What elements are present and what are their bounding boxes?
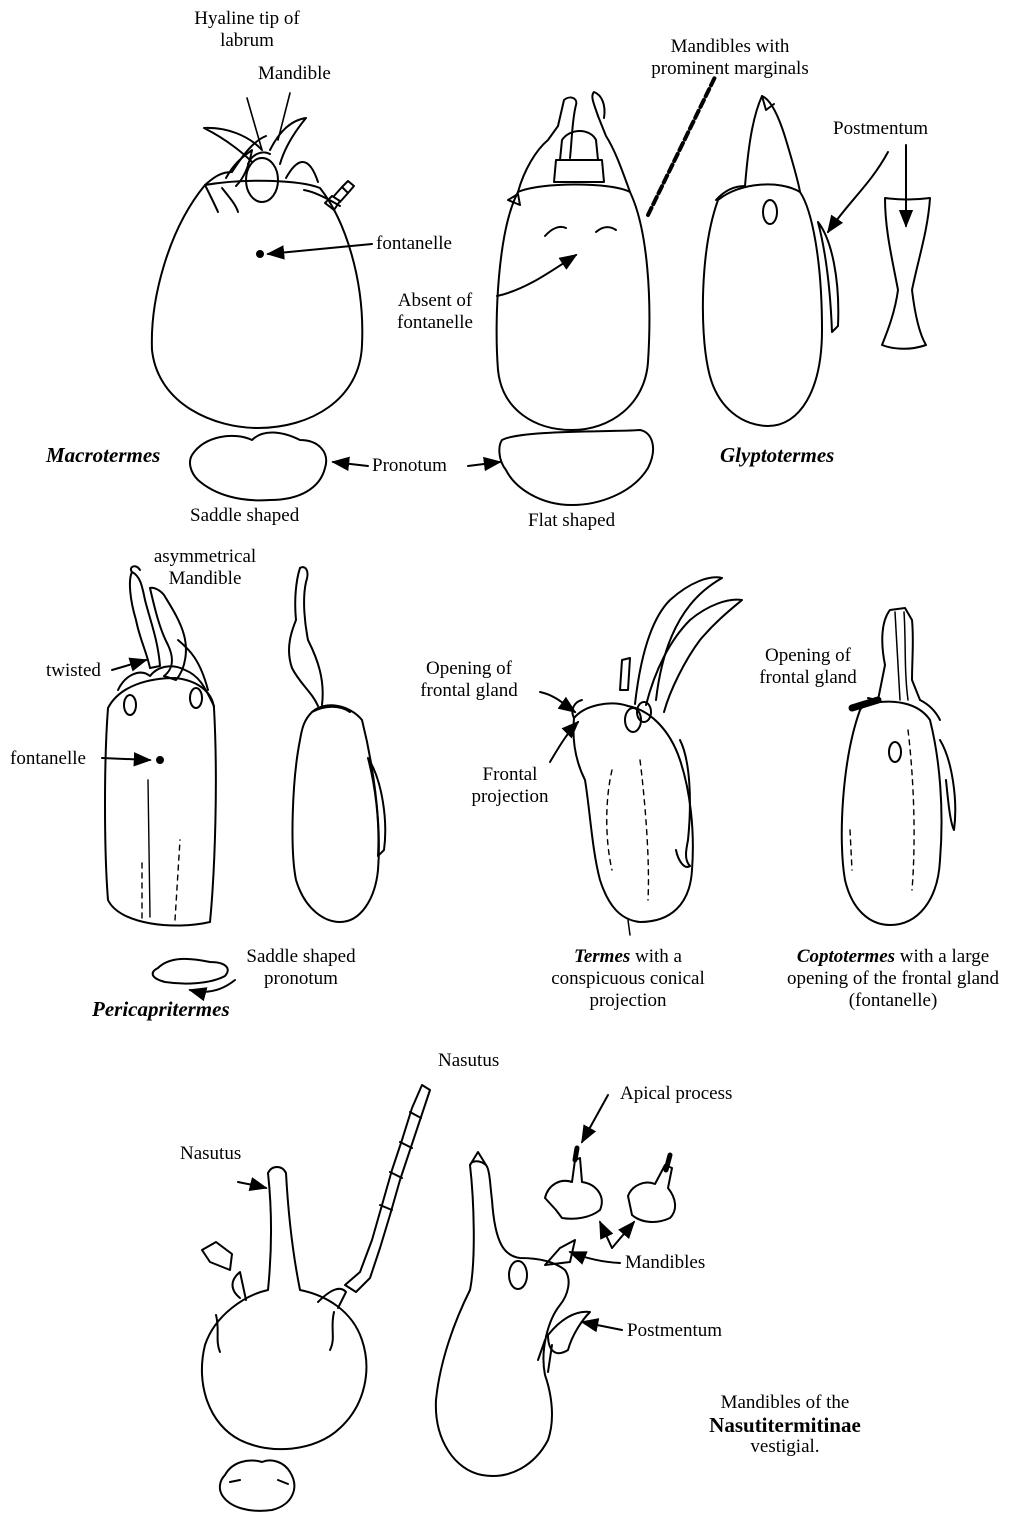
label-twisted: twisted	[46, 660, 101, 682]
label-mandible: Mandible	[258, 63, 331, 85]
nasute-head-lateral	[436, 1152, 590, 1476]
nasute-head-dorsal	[202, 1085, 430, 1449]
macrotermes-pronotum	[190, 433, 326, 501]
label-pronotum: Pronotum	[372, 455, 447, 477]
caption-termes: Termes with a conspicuous conical projec…	[528, 946, 728, 1012]
arrow-absent-fontanelle	[497, 255, 576, 296]
label-fontanelle-macro: fontanelle	[376, 233, 452, 255]
leader-mandible	[278, 93, 290, 140]
glyptotermes-head-dorsal	[497, 75, 716, 430]
arrow-mandibles-right	[612, 1222, 634, 1248]
arrow-mandibles-nasute	[570, 1252, 620, 1263]
label-apical-process: Apical process	[620, 1083, 732, 1105]
pericapritermes-fontanelle-dot	[157, 757, 163, 763]
glyptotermes-head-lateral	[703, 96, 838, 426]
pericapritermes-head-lateral	[289, 567, 385, 922]
label-nasutus-top: Nasutus	[438, 1050, 499, 1072]
glyptotermes-pronotum	[499, 430, 653, 505]
macrotermes-head	[152, 118, 362, 428]
arrow-postmentum-glypto	[828, 152, 888, 232]
genus-macrotermes: Macrotermes	[46, 444, 160, 466]
pericapritermes-head-dorsal	[105, 566, 216, 925]
caption-coptotermes: Coptotermes with a large opening of the …	[758, 946, 1028, 1012]
arrow-mandibles-left	[600, 1222, 612, 1248]
termes-head	[572, 577, 742, 922]
arrow-twisted	[112, 660, 146, 670]
arrow-pronotum-left	[333, 462, 368, 466]
label-postmentum-glypto: Postmentum	[833, 118, 928, 140]
genus-pericapritermes: Pericapritermes	[92, 998, 230, 1020]
label-fontanelle-peri: fontanelle	[10, 748, 86, 770]
arrow-fontanelle-macro	[268, 244, 372, 254]
nasute-mandibles-detail	[545, 1148, 675, 1222]
pericapritermes-pronotum	[153, 959, 228, 984]
genus-glyptotermes: Glyptotermes	[720, 444, 834, 466]
arrow-pronotum-right	[468, 462, 500, 466]
label-mandibles-nasute: Mandibles	[625, 1252, 705, 1274]
label-saddle-shaped: Saddle shaped	[190, 505, 299, 527]
label-nasutus-left: Nasutus	[180, 1143, 241, 1165]
label-postmentum-nasute: Postmentum	[627, 1320, 722, 1342]
label-flat-shaped: Flat shaped	[528, 510, 615, 532]
arrow-apical-process	[582, 1095, 608, 1142]
arrow-nasutus-left	[238, 1182, 266, 1188]
leader-termes	[628, 920, 630, 935]
macrotermes-fontanelle-dot	[257, 251, 263, 257]
arrow-fontanelle-peri	[102, 758, 150, 760]
caption-nasutitermitinae: Mandibles of the Nasutitermitinae vestig…	[680, 1392, 890, 1458]
arrow-postmentum-nasute	[582, 1322, 622, 1330]
nasute-pronotum	[220, 1460, 294, 1510]
arrow-opening-termes	[540, 692, 575, 712]
